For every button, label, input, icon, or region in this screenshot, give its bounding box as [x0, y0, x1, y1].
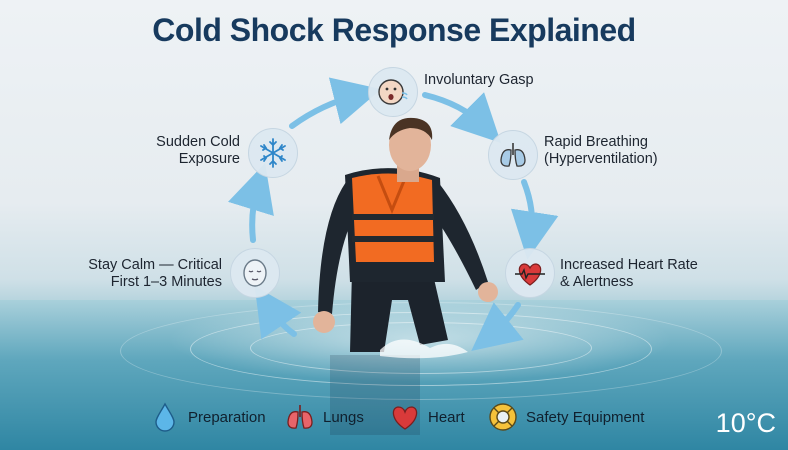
- cycle-arrow-gasp-to-breathing: [422, 92, 501, 143]
- cycle-arrow-calm-to-exposure: [228, 163, 274, 243]
- label-increased-heart-rate: Increased Heart Rate & Alertness: [560, 257, 698, 290]
- lungs-icon: [287, 405, 313, 429]
- page-title: Cold Shock Response Explained: [152, 12, 636, 48]
- legend-safety-equipment: Safety Equipment: [486, 400, 644, 434]
- label-involuntary-gasp: Involuntary Gasp: [424, 72, 534, 88]
- lungs-icon: [500, 143, 526, 167]
- cycle-arrow-breathing-to-heart: [510, 179, 559, 260]
- calm-face-icon: [243, 259, 267, 287]
- node-increased-heart-rate: [505, 248, 555, 298]
- cycle-arrow-exposure-to-gasp: [289, 77, 382, 129]
- lifebuoy-icon: [489, 403, 517, 431]
- water-drop-icon: [155, 402, 175, 432]
- label-stay-calm: Stay Calm — Critical First 1–3 Minutes: [88, 257, 222, 290]
- legend-label: Preparation: [188, 408, 266, 426]
- legend-label: Heart: [428, 408, 465, 426]
- legend-label: Lungs: [323, 408, 364, 426]
- temperature-readout: 10°C: [715, 408, 776, 438]
- cycle-arrow-heart-to-bottom: [471, 302, 524, 351]
- snowflake-icon: [260, 138, 286, 168]
- node-involuntary-gasp: [368, 67, 418, 117]
- legend-heart: Heart: [388, 400, 465, 434]
- heart-rate-icon: [515, 263, 545, 286]
- label-rapid-breathing: Rapid Breathing (Hyperventilation): [544, 134, 658, 167]
- gasping-face-icon: [378, 79, 408, 105]
- legend-preparation: Preparation: [148, 400, 266, 434]
- node-sudden-cold-exposure: [248, 128, 298, 178]
- node-rapid-breathing: [488, 130, 538, 180]
- label-sudden-cold-exposure: Sudden Cold Exposure: [156, 134, 240, 167]
- cycle-arrow-bottom-to-calm: [254, 286, 302, 340]
- legend-lungs: Lungs: [283, 400, 364, 434]
- legend-label: Safety Equipment: [526, 408, 645, 426]
- heart-icon: [392, 406, 418, 430]
- node-stay-calm: [230, 248, 280, 298]
